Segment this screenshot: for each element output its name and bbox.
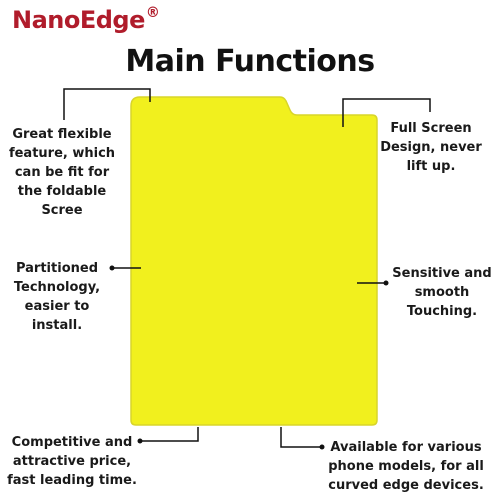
- connector-bottom-right: [280, 427, 322, 448]
- screen-protector-film: [130, 96, 378, 426]
- callout-top-right: Full Screen Design, never lift up.: [380, 121, 482, 174]
- callout-bottom-right: Available for various phone models, for …: [328, 440, 484, 493]
- connector-dot-bottom-left: [137, 438, 143, 444]
- callout-bottom-left: Competitive and attractive price, fast l…: [7, 435, 137, 488]
- connector-dot-bottom-right: [319, 444, 325, 450]
- brand-logo: NanoEdge®: [12, 5, 160, 34]
- callout-mid-right: Sensitive and smooth Touching.: [392, 266, 492, 319]
- page-title: Main Functions: [125, 44, 375, 79]
- connector-top-right: [342, 98, 431, 127]
- connector-bottom-left: [140, 427, 199, 442]
- connector-dot-mid-right: [383, 280, 389, 286]
- connector-dot-mid-left: [109, 265, 115, 271]
- brand-name: NanoEdge: [12, 6, 145, 34]
- connector-top-left: [63, 88, 151, 120]
- callout-top-left: Great flexible feature, which can be fit…: [8, 127, 116, 218]
- registered-mark: ®: [145, 5, 160, 21]
- callout-mid-left: Partitioned Technology, easier to instal…: [13, 261, 101, 333]
